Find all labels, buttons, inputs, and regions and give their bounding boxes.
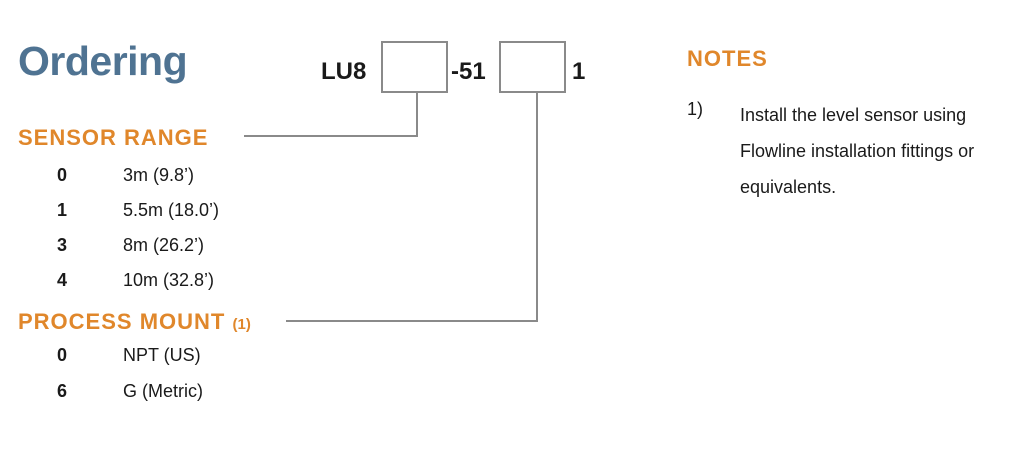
sensor-range-connector-horizontal	[244, 135, 418, 137]
sensor-range-code-box	[381, 41, 448, 93]
model-suffix: 1	[572, 58, 586, 85]
process-mount-connector-vertical	[536, 93, 538, 322]
process-mount-heading: PROCESS MOUNT (1)	[18, 309, 251, 335]
model-middle: -51	[451, 58, 486, 85]
page-title: Ordering	[18, 38, 188, 84]
notes-heading: NOTES	[687, 46, 768, 71]
sensor-range-code: 3	[57, 235, 68, 255]
sensor-range-connector-vertical	[416, 93, 418, 137]
process-mount-heading-label: PROCESS MOUNT	[18, 309, 226, 334]
sensor-range-desc: 8m (26.2’)	[123, 235, 205, 255]
note-text: Install the level sensor using Flowline …	[740, 105, 975, 197]
process-mount-desc: NPT (US)	[123, 345, 201, 365]
sensor-range-code: 1	[57, 200, 68, 220]
sensor-range-desc: 5.5m (18.0’)	[123, 200, 220, 220]
note-number: 1)	[687, 99, 704, 119]
sensor-range-code: 4	[57, 270, 68, 290]
sensor-range-desc: 10m (32.8’)	[123, 270, 215, 290]
sensor-range-desc: 3m (9.8’)	[123, 165, 195, 185]
process-mount-code: 0	[57, 345, 68, 365]
sensor-range-heading: SENSOR RANGE	[18, 125, 209, 150]
process-mount-code-box	[499, 41, 566, 93]
sensor-range-code: 0	[57, 165, 68, 185]
process-mount-note-ref: (1)	[232, 316, 251, 333]
process-mount-desc: G (Metric)	[123, 381, 203, 401]
model-prefix: LU8	[321, 58, 367, 85]
process-mount-connector-horizontal	[286, 320, 538, 322]
process-mount-code: 6	[57, 381, 68, 401]
